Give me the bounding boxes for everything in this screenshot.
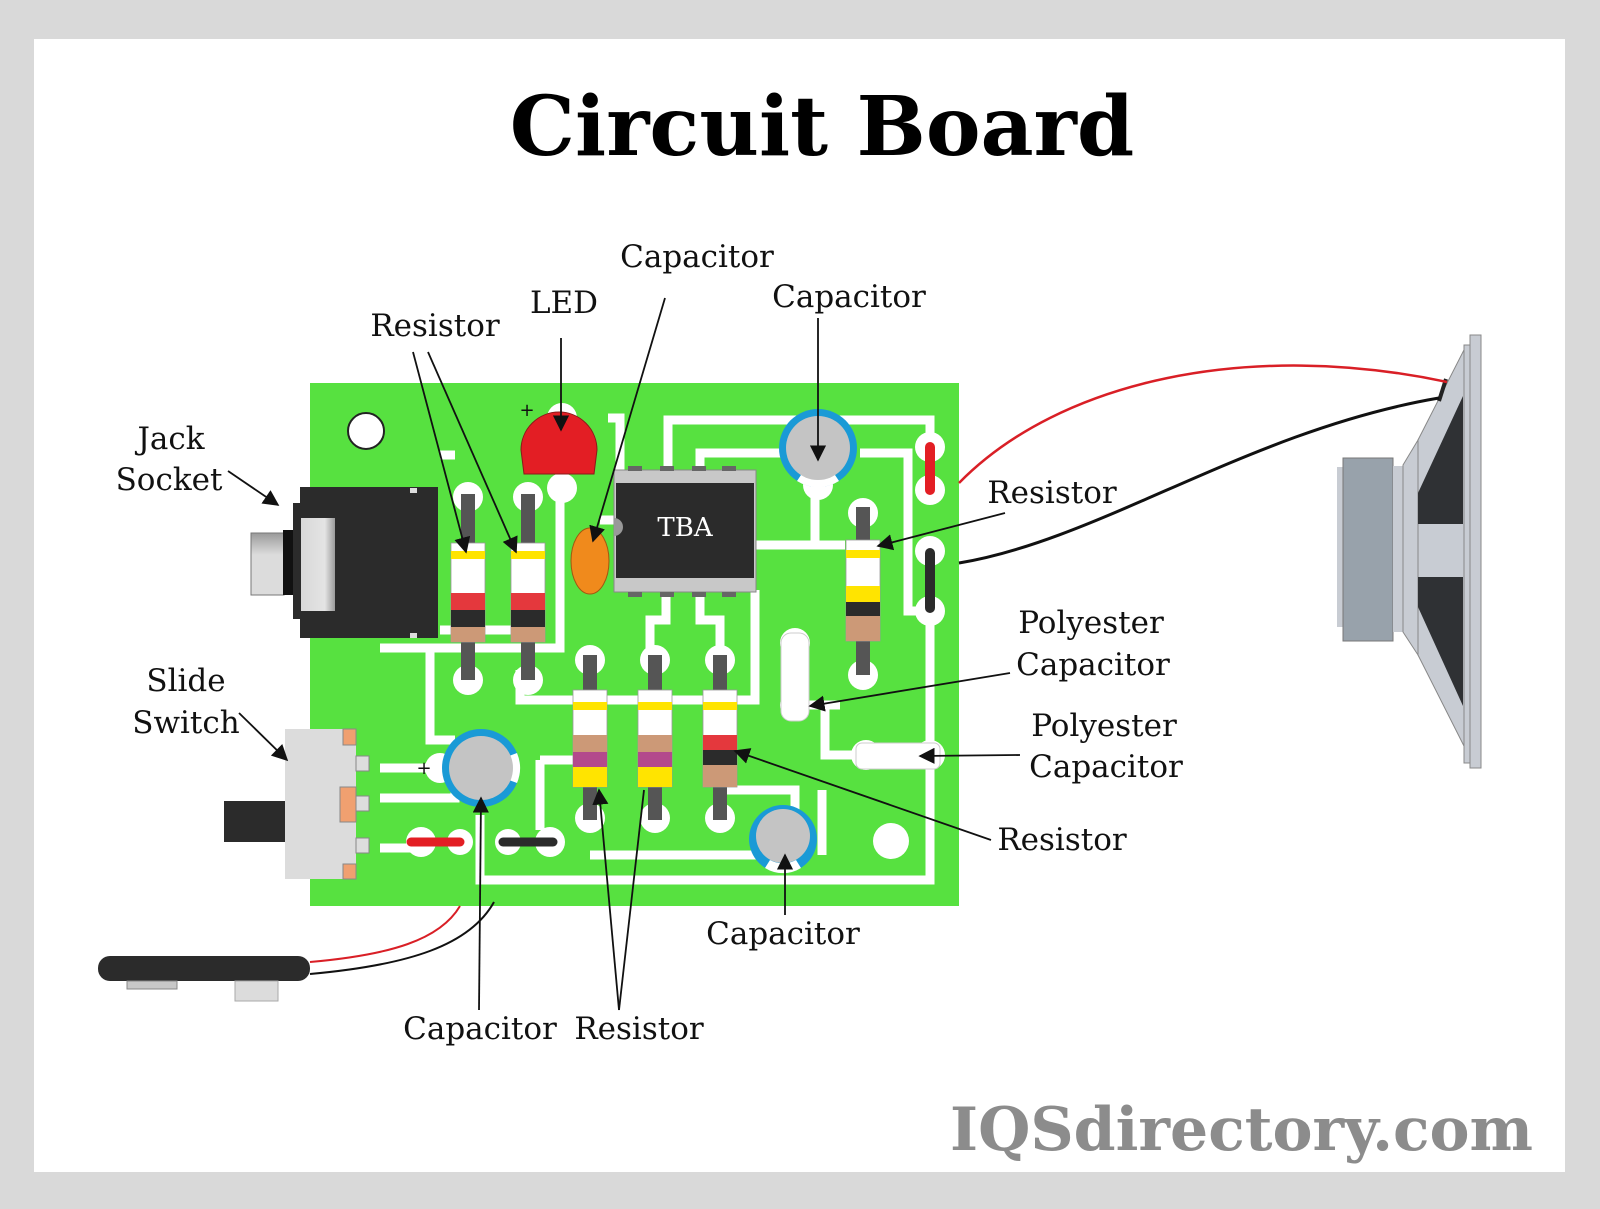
resistor-band: [638, 735, 672, 752]
label-polyester-capacitor-1-line1: Polyester: [1018, 605, 1164, 641]
resistor-band: [451, 610, 485, 627]
resistor-band: [573, 702, 607, 710]
resistor: [510, 494, 546, 680]
resistor-band: [573, 735, 607, 752]
resistor-band: [846, 586, 880, 602]
label-led: LED: [530, 285, 598, 321]
battery-wire-red: [309, 905, 461, 963]
label-capacitor-top-ceramic: Capacitor: [620, 239, 774, 275]
battery-wire-black: [309, 901, 495, 975]
label-resistor-bottom-right: Resistor: [997, 822, 1127, 858]
resistor-band: [703, 702, 737, 710]
led: +: [519, 400, 598, 475]
label-capacitor-top-electrolytic: Capacitor: [772, 279, 926, 315]
resistor-band: [638, 702, 672, 710]
label-resistor-top-left: Resistor: [370, 308, 500, 344]
leader-lines: [227, 297, 1021, 1011]
resistor-band: [703, 765, 737, 787]
resistor-band: [511, 593, 545, 610]
resistor-band: [638, 752, 672, 767]
speaker-wire-red: [958, 364, 1448, 484]
resistor-band: [511, 551, 545, 559]
mounting-hole: [347, 412, 385, 450]
resistor-band: [451, 551, 485, 559]
resistor-band: [573, 767, 607, 787]
ic-label: TBA: [657, 513, 713, 543]
resistor-band: [638, 767, 672, 787]
electrolytic-capacitor-bottom: [749, 805, 817, 874]
label-capacitor-bottom-right: Capacitor: [706, 916, 860, 952]
resistor: [637, 655, 673, 820]
resistor-band: [511, 627, 545, 642]
watermark: IQSdirectory.com: [950, 1095, 1533, 1165]
resistor-band: [451, 627, 485, 642]
slide-switch: [224, 728, 370, 880]
label-resistor-bottom: Resistor: [574, 1011, 704, 1047]
label-slide-switch-line1: Slide: [146, 663, 225, 699]
polyester-capacitor-vertical: [780, 632, 810, 722]
battery: [98, 901, 495, 1002]
component-labels: Jack Socket Slide Switch Resistor LED Ca…: [116, 239, 1183, 1047]
resistor: [845, 507, 881, 675]
resistor: [702, 655, 738, 820]
diagram-title: Circuit Board: [510, 79, 1134, 175]
ceramic-capacitor: [570, 527, 610, 595]
resistor-band: [846, 550, 880, 558]
resistor-band: [573, 752, 607, 767]
label-polyester-capacitor-1-line2: Capacitor: [1016, 647, 1170, 683]
speaker-wire-black: [958, 396, 1440, 565]
label-jack-socket-line1: Jack: [134, 421, 204, 457]
ic-chip: TBA: [613, 466, 757, 597]
label-slide-switch-line2: Switch: [132, 705, 240, 741]
resistor-band: [846, 616, 880, 641]
label-capacitor-bottom-left: Capacitor: [403, 1011, 557, 1047]
resistor: [572, 655, 608, 820]
led-polarity-mark: +: [519, 400, 534, 421]
resistor-band: [511, 610, 545, 627]
resistor-band: [703, 750, 737, 765]
electrolytic-capacitor-left: +: [416, 729, 520, 807]
capacitor-polarity-mark: +: [416, 758, 431, 779]
speaker: [1337, 334, 1482, 769]
label-polyester-capacitor-2-line2: Capacitor: [1029, 749, 1183, 785]
label-polyester-capacitor-2-line1: Polyester: [1031, 708, 1177, 744]
resistor-band: [703, 735, 737, 750]
resistor-band: [451, 593, 485, 610]
label-jack-socket-line2: Socket: [116, 462, 223, 498]
label-resistor-right: Resistor: [987, 475, 1117, 511]
jack-socket: [250, 487, 438, 638]
mounting-hole: [873, 823, 909, 859]
resistor-band: [846, 602, 880, 616]
